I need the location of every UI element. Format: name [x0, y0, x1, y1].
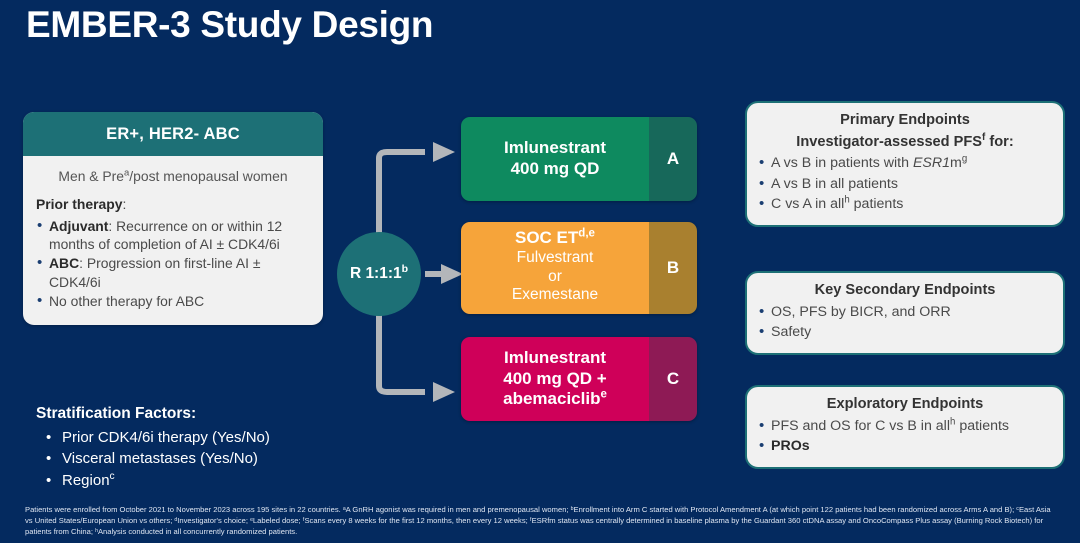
footnote-marker-de: d,e — [578, 227, 595, 240]
arrow-head-a — [433, 142, 455, 162]
arm-a-tag: A — [649, 117, 697, 201]
bullet-glyph: • — [46, 450, 52, 468]
bullet-glyph: • — [46, 429, 52, 446]
randomization-flow: R 1:1:1b — [337, 110, 467, 410]
arm-c-line-1: Imlunestrant — [503, 347, 607, 367]
list-item: A vs B in patients with ESR1mg — [758, 153, 1052, 173]
footnote-marker-f: f — [982, 131, 986, 143]
list-item: • Prior CDK4/6i therapy (Yes/No) — [36, 427, 366, 448]
randomization-node: R 1:1:1b — [337, 232, 421, 316]
arrow-head-c — [433, 382, 455, 402]
list-item: A vs B in all patients — [758, 174, 1052, 194]
arm-a-line-2: 400 mg QD — [510, 159, 600, 178]
arm-c-line-3: abemaciclibe — [503, 388, 607, 409]
arm-b-line-1: SOC ETd,e — [515, 227, 595, 248]
arm-a-body: Imlunestrant 400 mg QD — [461, 117, 649, 201]
list-item: ABC: Progression on first-line AI ± CDK4… — [36, 253, 310, 291]
exploratory-endpoints-list: PFS and OS for C vs B in allh patients P… — [758, 415, 1052, 457]
treatment-arm-a: Imlunestrant 400 mg QD A — [461, 117, 697, 201]
arm-b-body: SOC ETd,e Fulvestrant or Exemestane — [461, 222, 649, 314]
list-item: No other therapy for ABC — [36, 291, 310, 311]
arm-b-tag: B — [649, 222, 697, 314]
arm-b-line-4: Exemestane — [511, 286, 599, 304]
footnote-marker-b: b — [401, 262, 409, 275]
treatment-arm-b: SOC ETd,e Fulvestrant or Exemestane B — [461, 222, 697, 314]
arm-b-line-2: Fulvestrant — [516, 248, 594, 266]
treatment-arm-c: Imlunestrant 400 mg QD + abemaciclibe C — [461, 337, 697, 421]
footnote-marker-h: h — [950, 415, 956, 427]
footnote-marker-h: h — [844, 193, 850, 205]
randomization-label: R 1:1:1b — [349, 262, 409, 282]
arm-c-body: Imlunestrant 400 mg QD + abemaciclibe — [461, 337, 649, 421]
list-item: OS, PFS by BICR, and ORR — [758, 302, 1052, 322]
eligibility-header: ER+, HER2- ABC — [23, 112, 323, 156]
secondary-endpoints-list: OS, PFS by BICR, and ORR Safety — [758, 302, 1052, 343]
list-item: • Visceral metastases (Yes/No) — [36, 448, 366, 469]
list-item: Safety — [758, 322, 1052, 342]
flow-arrows — [376, 142, 463, 402]
stratification-item-label: Regionc — [62, 470, 115, 489]
list-item: PFS and OS for C vs B in allh patients — [758, 415, 1052, 436]
eligibility-bullet-list: Adjuvant: Recurrence on or within 12 mon… — [36, 216, 310, 312]
arrow-head-b — [441, 264, 463, 284]
footnote-marker-g: g — [961, 153, 968, 165]
arm-c-tag: C — [649, 337, 697, 421]
list-item: • Regionc — [36, 470, 366, 491]
primary-endpoints-list: A vs B in patients with ESR1mg A vs B in… — [758, 153, 1052, 214]
exploratory-endpoints-title: Exploratory Endpoints — [826, 396, 984, 412]
footnote-text: Patients were enrolled from October 2021… — [25, 505, 1051, 536]
list-item: C vs A in allh patients — [758, 193, 1052, 214]
page-title: EMBER-3 Study Design — [26, 4, 434, 45]
pros-label: PROs — [771, 437, 810, 454]
secondary-endpoints-title: Key Secondary Endpoints — [814, 282, 996, 298]
eligibility-intro: Men & Prea/post menopausal women — [58, 167, 288, 184]
primary-endpoints-subtitle: Investigator-assessed PFSf for: — [796, 131, 1014, 150]
primary-endpoints-title: Primary Endpoints — [840, 112, 970, 128]
footnote-marker-e: e — [600, 388, 607, 401]
stratification-item-label: Visceral metastases (Yes/No) — [62, 450, 258, 468]
bullet-glyph: • — [46, 471, 52, 489]
stratification-item-label: Prior CDK4/6i therapy (Yes/No) — [62, 429, 270, 446]
eligibility-body: Men & Prea/post menopausal women Prior t… — [23, 156, 323, 325]
eligibility-card: ER+, HER2- ABC Men & Prea/post menopausa… — [23, 112, 323, 326]
prior-therapy-heading: Prior therapy: — [36, 196, 127, 213]
list-item: PROs — [758, 436, 1052, 456]
secondary-endpoints-card: Key Secondary Endpoints OS, PFS by BICR,… — [745, 271, 1065, 356]
stratification-title: Stratification Factors: — [36, 405, 197, 422]
primary-endpoints-card: Primary Endpoints Investigator-assessed … — [745, 101, 1065, 227]
footnote-marker-a: a — [124, 167, 130, 179]
list-item: Adjuvant: Recurrence on or within 12 mon… — [36, 216, 310, 254]
arm-a-line-1: Imlunestrant — [503, 138, 607, 158]
arm-c-line-2: 400 mg QD + — [503, 368, 607, 388]
stratification-factors: Stratification Factors: • Prior CDK4/6i … — [36, 403, 366, 491]
exploratory-endpoints-card: Exploratory Endpoints PFS and OS for C v… — [745, 385, 1065, 470]
arm-b-line-3: or — [548, 267, 562, 285]
footnote-marker-c: c — [109, 470, 115, 482]
